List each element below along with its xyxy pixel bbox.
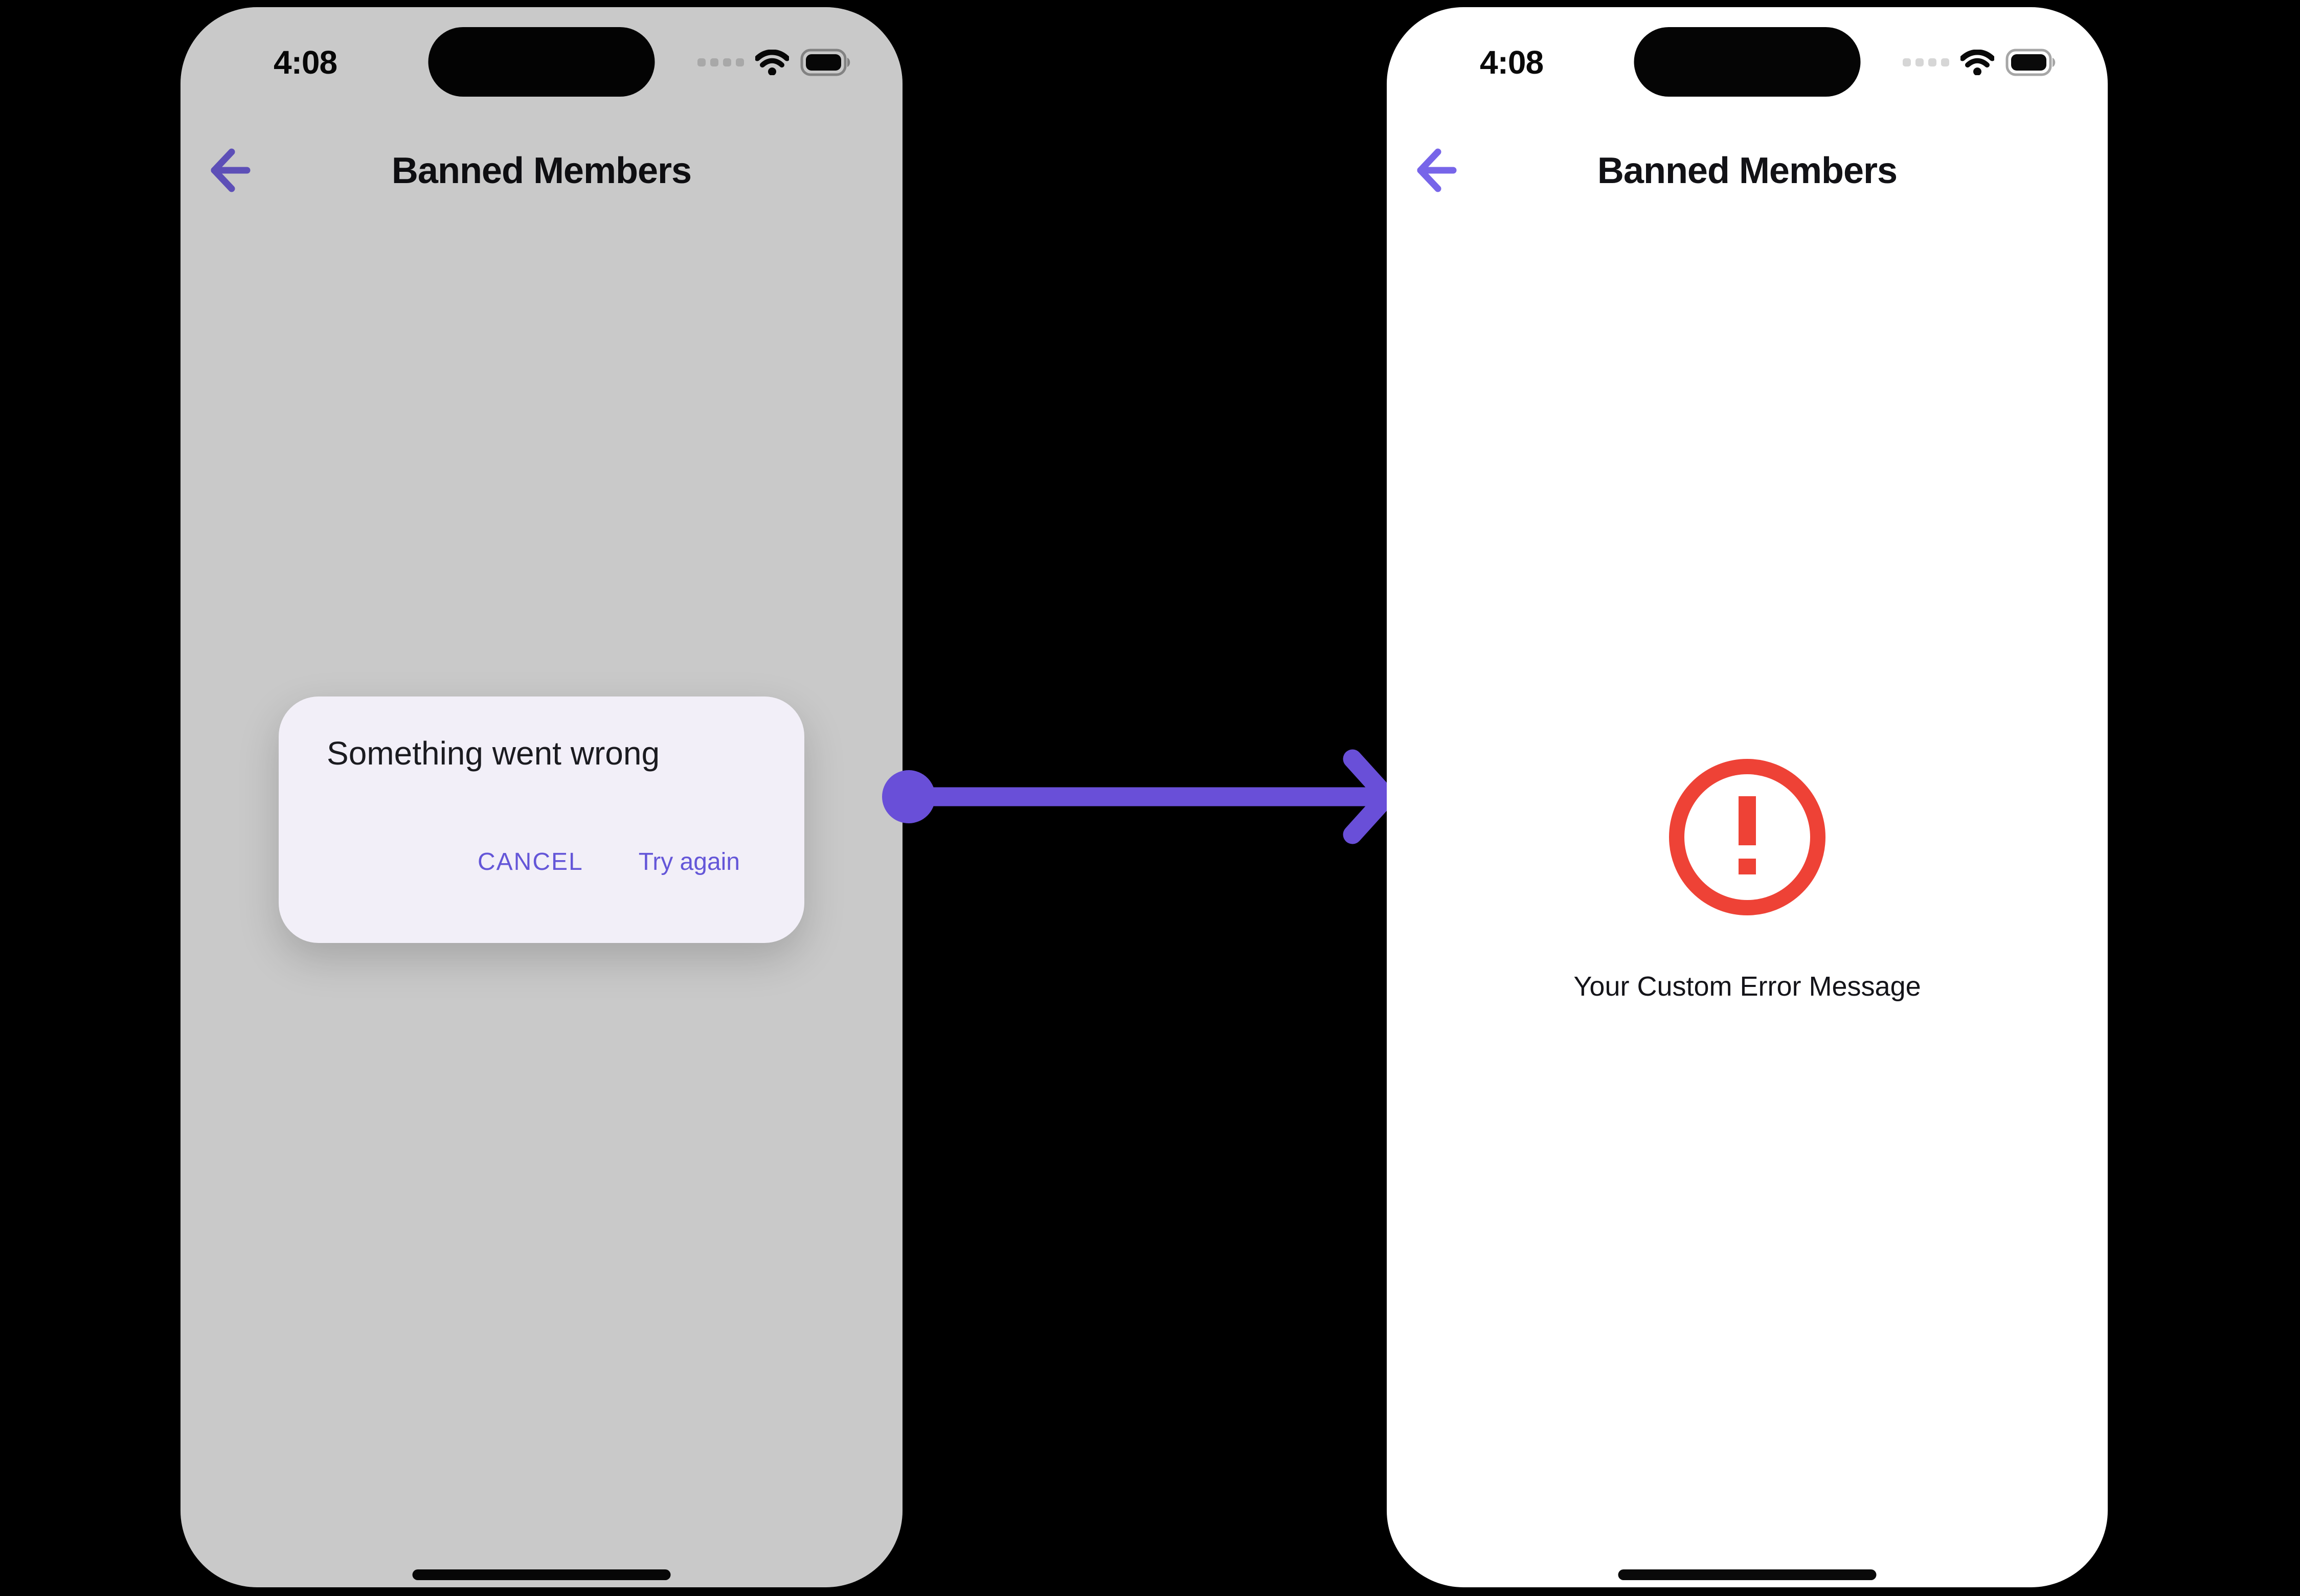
error-message: Your Custom Error Message [1573,971,1921,1002]
status-time: 4:08 [1480,44,1544,81]
dialog-title: Something went wrong [327,735,660,772]
phone-screen-error-state: 4:08 [1387,7,2108,1587]
cellular-signal-icon [697,58,744,66]
page-title: Banned Members [1597,150,1898,191]
flow-arrow-connector [882,749,1396,844]
back-button[interactable] [206,135,253,207]
wifi-icon [755,50,789,75]
home-indicator[interactable] [412,1569,671,1580]
dynamic-island [1634,27,1861,97]
status-time: 4:08 [274,44,337,81]
battery-icon [2005,49,2057,76]
wifi-icon [1960,50,1994,75]
status-icons [1903,48,2057,77]
error-dialog: Something went wrong CANCEL Try again [279,696,804,943]
home-indicator[interactable] [1618,1569,1877,1580]
arrow-left-icon [1414,141,1457,201]
battery-icon [800,49,851,76]
phone-screen-dialog: 4:08 [181,7,903,1587]
status-icons [697,48,851,77]
cancel-button[interactable]: CANCEL [477,848,583,875]
page-title: Banned Members [391,150,692,191]
try-again-button[interactable]: Try again [638,848,740,875]
dialog-actions: CANCEL Try again [478,848,740,876]
nav-bar: Banned Members [181,130,903,212]
cellular-signal-icon [1903,58,1949,66]
nav-bar: Banned Members [1387,130,2108,212]
back-button[interactable] [1412,135,1459,207]
arrow-left-icon [208,141,251,201]
dynamic-island [428,27,655,97]
